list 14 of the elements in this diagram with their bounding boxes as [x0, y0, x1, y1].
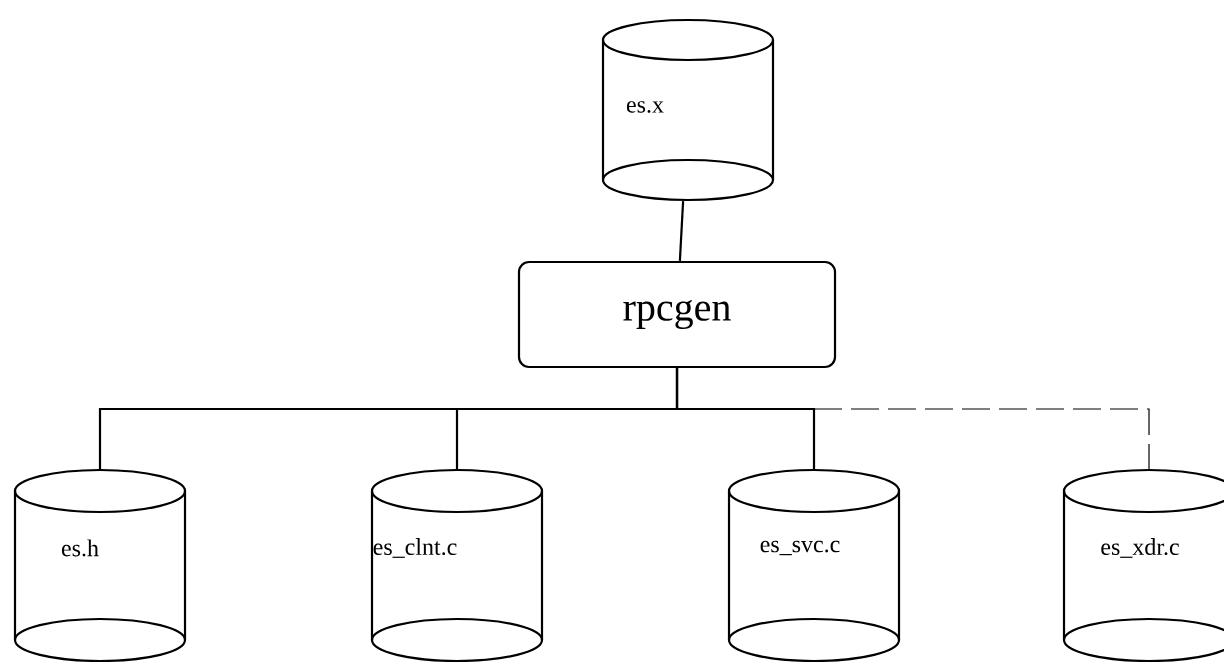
cylinder: es_svc.c [727, 468, 901, 662]
cylinder: es.x [601, 18, 775, 202]
connector-line [678, 201, 685, 261]
node-label: es.h [61, 539, 99, 557]
cylinder: es.h [13, 468, 187, 662]
connector-line [675, 368, 816, 469]
node-label: es_svc.c [760, 540, 840, 556]
node-label: es.x [626, 101, 664, 113]
connector-line [813, 408, 1150, 470]
node-label: es_clnt.c [373, 538, 457, 558]
cylinder: es_xdr.c [1062, 468, 1224, 662]
node-label: es_xdr.c [1101, 538, 1179, 558]
process-box: rpcgen [517, 260, 837, 369]
cylinder: es_clnt.c [370, 468, 544, 662]
